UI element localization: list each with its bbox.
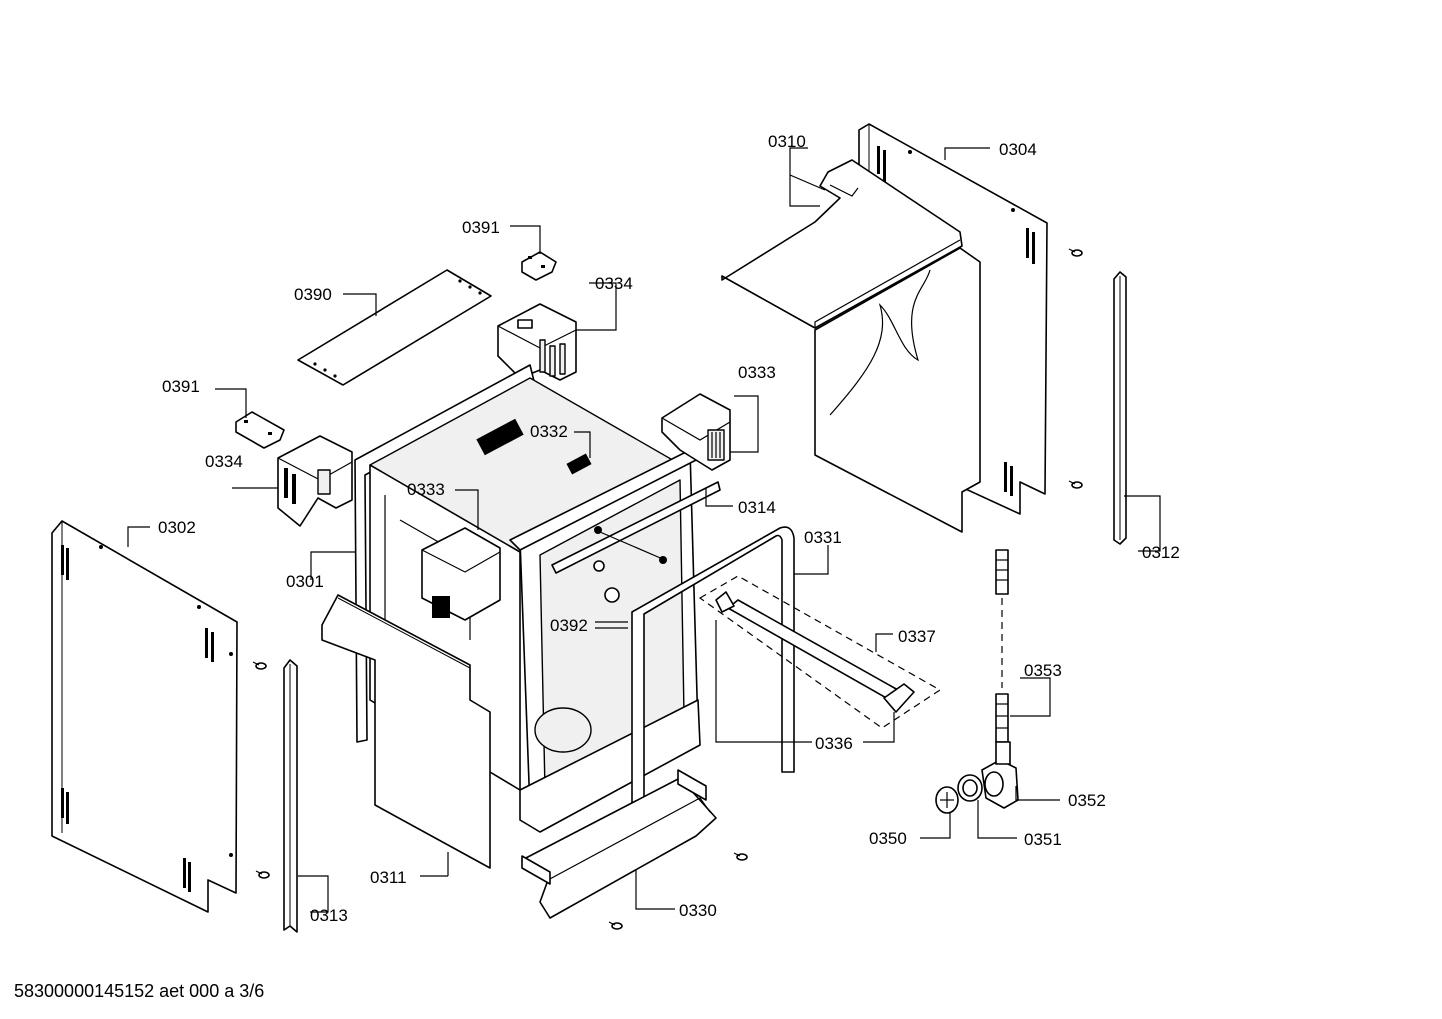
label-0331: 0331 [804, 528, 842, 547]
label-0392: 0392 [550, 616, 588, 635]
part-0331-door-seal [631, 526, 795, 861]
label-0390: 0390 [294, 285, 332, 304]
part-0312-side-strip [1113, 271, 1127, 545]
label-0310: 0310 [768, 132, 806, 151]
label-0314: 0314 [738, 498, 776, 517]
part-0311-front-plate [321, 594, 491, 869]
label-0352: 0352 [1068, 791, 1106, 810]
screw-icon [1068, 248, 1083, 257]
label-0350: 0350 [869, 829, 907, 848]
screw-icon [252, 661, 267, 670]
label-0334: 0334 [595, 274, 633, 293]
part-0350-cap [935, 786, 959, 814]
label-0312: 0312 [1142, 543, 1180, 562]
label-0333: 0333 [407, 480, 445, 499]
label-0301: 0301 [286, 572, 324, 591]
part-0302-left-side-panel [51, 520, 238, 913]
label-0337: 0337 [898, 627, 936, 646]
screw-icon [1068, 480, 1083, 489]
label-0313: 0313 [310, 906, 348, 925]
part-0314-frame-rail [509, 449, 721, 574]
part-0333-cover-left [421, 527, 501, 621]
label-0304: 0304 [999, 140, 1037, 159]
part-0353-hose [995, 549, 1009, 743]
part-0334-hinge-bracket-left [277, 435, 353, 527]
part-0313-side-strip [283, 659, 298, 933]
document-id: 58300000145152 aet 000 a 3/6 [14, 981, 264, 1001]
part-labels: 0310 0304 0391 0334 0390 0333 0391 0332 … [158, 132, 1180, 925]
label-0336: 0336 [815, 734, 853, 753]
screw-icon [733, 852, 748, 861]
label-0311: 0311 [370, 868, 407, 887]
label-0391: 0391 [462, 218, 500, 237]
part-0390-top-plate [297, 269, 492, 386]
label-0333: 0333 [738, 363, 776, 382]
screw-icon [255, 870, 270, 879]
label-0330: 0330 [679, 901, 717, 920]
part-0310-insulation-mat [721, 159, 981, 533]
label-0391: 0391 [162, 377, 200, 396]
part-0337-heater-assembly [698, 575, 942, 729]
part-0351-ring [957, 774, 983, 802]
label-0351: 0351 [1024, 830, 1062, 849]
part-0391-bracket-left [235, 411, 285, 449]
label-0332: 0332 [530, 422, 568, 441]
leader-lines [127, 147, 1161, 913]
screw-icon [608, 921, 623, 930]
label-0334: 0334 [205, 452, 243, 471]
part-0333-cover-right [661, 393, 731, 471]
label-0353: 0353 [1024, 661, 1062, 680]
part-0330-bottom-tray [521, 769, 717, 919]
part-0352-elbow [981, 741, 1019, 809]
label-0302: 0302 [158, 518, 196, 537]
part-0391-bracket-top [521, 251, 557, 281]
part-0334-hinge-bracket-top [497, 303, 577, 381]
